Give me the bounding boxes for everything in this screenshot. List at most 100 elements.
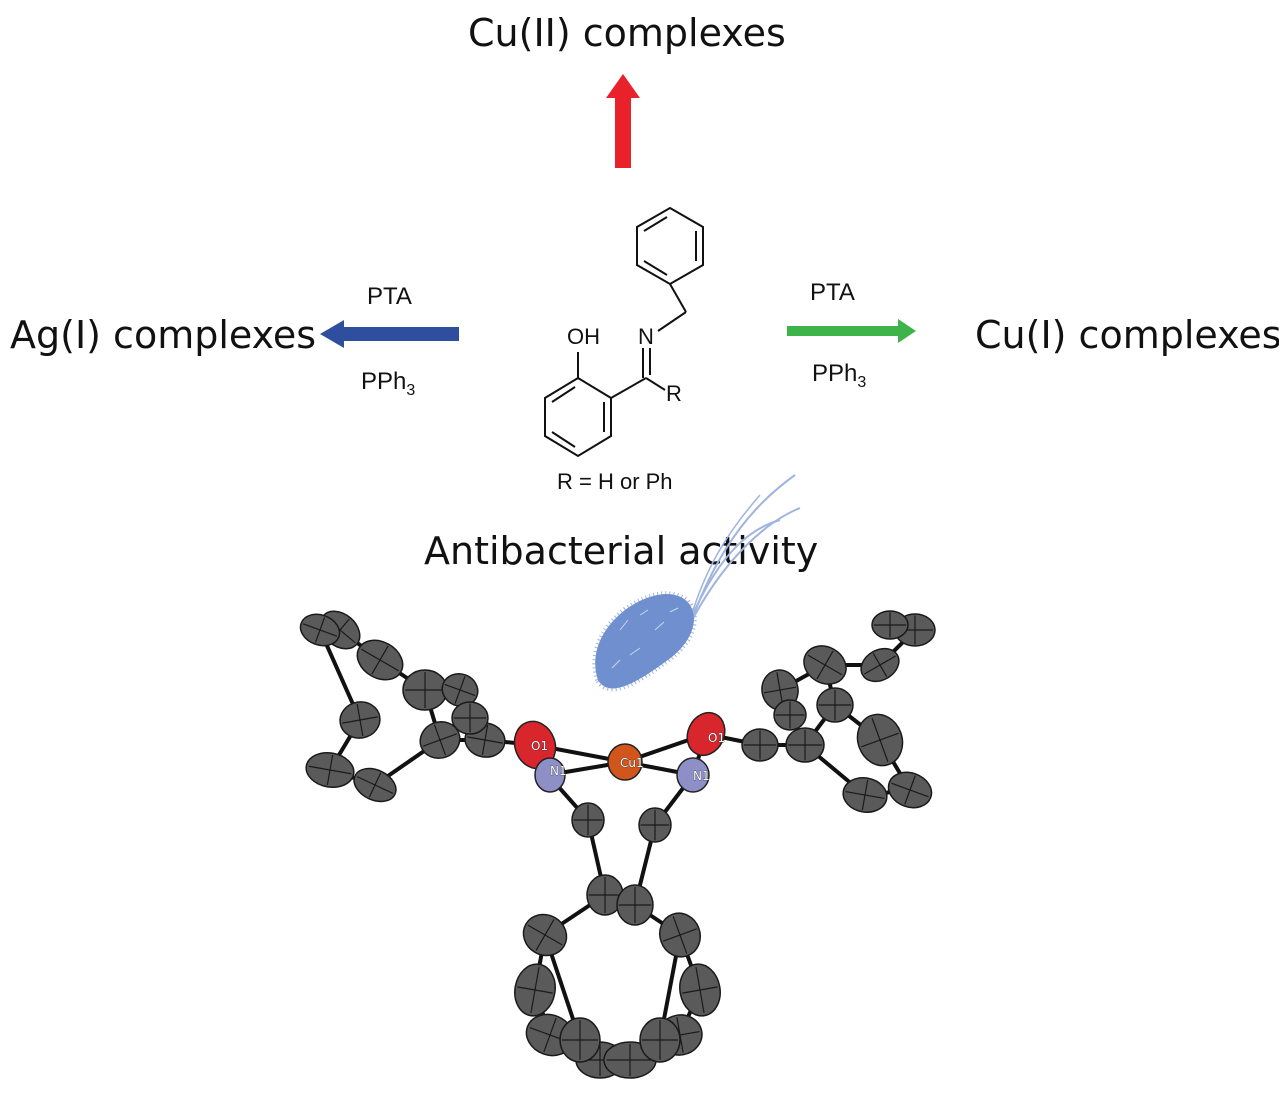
carbon-atom-axis [682,986,718,994]
nitrogen-atom-left [534,757,566,793]
carbon-atom [319,610,361,650]
carbon-atom [575,1041,625,1079]
crystal-structure-bonds [318,623,917,1062]
carbon-atom [894,613,936,647]
carbon-atom-axis [326,754,334,786]
carbon-atom [559,1017,601,1063]
nitrogen-atom-right [676,757,710,793]
carbon-atom-axis [444,683,476,697]
carbon-atom [761,669,799,711]
right-reagent-pph3: PPh3 [812,362,866,391]
carbon-atom-axis [776,672,784,708]
cu2-complexes-label: Cu(II) complexes [468,11,786,55]
carbon-atom-axis [527,924,563,946]
carbon-atom-axis [517,986,553,994]
bacterium-icon [592,474,801,692]
carbon-atom-axis [356,776,394,794]
carbon-atom-axis [529,1027,571,1043]
carbon-atom [571,802,605,838]
carbon-atom [773,699,807,731]
carbon-atom-axis [861,732,899,748]
left-reagent-pta: PTA [367,283,412,310]
carbon-atom [451,701,489,735]
carbon-atom [419,721,461,759]
carbon-atom [842,777,888,813]
carbon-atom-axis [672,916,688,954]
carbon-atom [639,1017,681,1063]
ligand-caption: R = H or Ph [557,469,673,494]
ligand-n-label: N [638,324,654,349]
carbon-atom [603,1041,657,1079]
left-reagent-pph-text: PPh [361,368,407,395]
carbon-atom [356,639,404,681]
carbon-atom-axis [356,703,364,737]
carbon-atom [441,673,479,707]
carbon-atom-axis [845,790,885,800]
label-cu1: Cu1 [620,756,644,770]
carbon-atom-axis [816,650,834,680]
carbon-atom [657,1014,703,1056]
carbon-atom-axis [371,645,389,675]
carbon-atom [299,613,341,647]
carbon-atom-axis [467,736,503,744]
carbon-atom [741,728,779,762]
carbon-atom [464,722,506,758]
carbon-atom-axis [763,686,797,694]
oxygen-atom-left [513,720,557,770]
carbon-atom [525,1013,575,1057]
carbon-atom [679,963,721,1017]
right-reagent-pta: PTA [810,279,855,306]
cu1-complexes-label: Cu(I) complexes [975,313,1279,357]
carbon-atom-axis [314,617,326,643]
label-n1-left: N1 [550,764,567,778]
carbon-atom [638,807,672,843]
carbon-atom-axis [368,772,382,798]
carbon-atom-axis [891,782,929,798]
antibacterial-activity-label: Antibacterial activity [424,529,819,573]
carbon-atom-axis [308,765,352,775]
carbon-atom-axis [904,775,916,805]
carbon-atom [860,647,900,683]
copper-atom [607,743,643,781]
carbon-atom [586,874,624,916]
carbon-atom [785,727,825,763]
carbon-atom-axis [660,1030,700,1040]
carbon-atom-axis [543,1017,557,1053]
carbon-atom [522,913,568,957]
carbon-atom [856,713,904,767]
carbon-atom-axis [324,616,356,644]
carbon-atom [616,884,654,926]
carbon-atom-axis [433,724,447,756]
left-reagent-pph3: PPh3 [361,370,415,399]
green-right-arrow [787,319,916,343]
carbon-atom [353,767,397,803]
oxygen-atom-right [686,711,726,757]
ligand-oh-label: OH [567,324,600,349]
carbon-atom-axis [481,724,489,756]
carbon-atom-axis [454,676,466,704]
carbon-atom-axis [676,1017,684,1053]
carbon-atom [514,963,556,1017]
carbon-atom-axis [535,919,555,951]
carbon-atom-axis [695,966,705,1014]
left-reagent-subscript: 3 [406,381,416,399]
label-n1-right: N1 [693,769,710,783]
ligand-r-label: R [666,381,682,406]
carbon-atom-axis [330,618,350,642]
heteroatoms [513,711,726,793]
carbon-atom-axis [807,654,843,676]
right-reagent-subscript: 3 [857,373,867,391]
carbon-atom-axis [864,655,896,675]
carbon-atom-axis [342,716,378,724]
label-o1-right: O1 [708,731,725,745]
carbon-atom [803,645,847,685]
ag1-complexes-label: Ag(I) complexes [10,313,317,357]
carbon-atom [305,751,355,789]
carbon-atom-axis [861,779,869,811]
blue-left-arrow [320,320,459,348]
carbon-atom [816,687,854,723]
label-o1-left: O1 [531,739,548,753]
carbon-atom-axis [871,717,889,763]
carbon-atom [887,771,933,809]
carbon-atom-axis [872,653,888,677]
